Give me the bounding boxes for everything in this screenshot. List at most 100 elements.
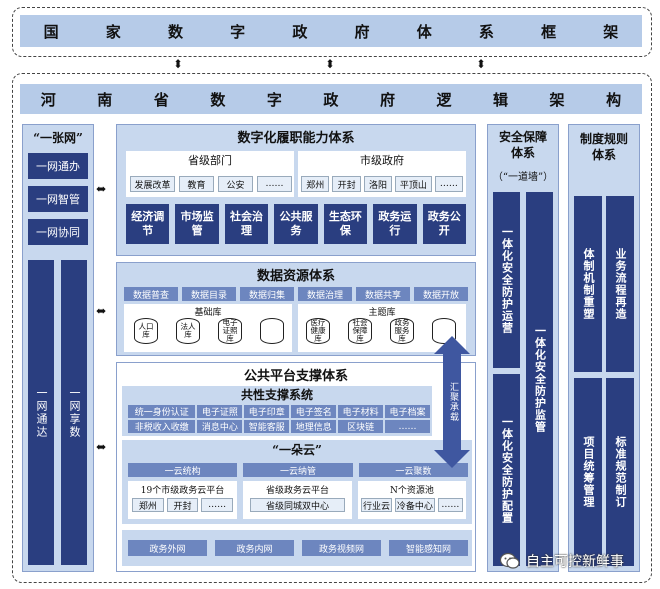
institution-item: 标准规范制订 [606,378,634,566]
henan-title-char: 府 [379,90,395,109]
vertical-double-arrow-icon [434,336,470,468]
henan-title-char: 河 [40,90,56,109]
watermark-text: 自主可控新鲜事 [526,554,624,570]
left-right-arrow-icon: ⬌ [96,304,107,318]
common-row-1: 统一身份认证 电子证照 电子印章 电子签名 电子材料 电子档案 [128,405,430,418]
national-title-char: 政 [292,22,308,41]
cloud-headers: 一云统构 一云纳管 一云聚数 [128,463,468,477]
vertical-arrow-label: 汇聚承载 [447,382,458,422]
cloud-item: 冷备中心 [395,498,435,512]
cloud-item: 行业云 [361,498,393,512]
provincial-item: 公安 [217,176,253,192]
base-db-title: 基础库 [194,307,222,318]
function-row: 经济调节 市场监管 社会治理 公共服务 生态环保 政务运行 政务公开 [126,204,466,244]
henan-title-char: 南 [97,90,113,109]
up-down-arrow-icon: ⬍ [325,57,336,71]
municipal-item: 平顶山 [395,176,432,192]
cloud-header: 一云统构 [128,463,238,477]
institution-item: 业务流程再造 [606,196,634,372]
provincial-item: …… [256,176,292,192]
cloud-item: …… [201,498,234,512]
cloud-item: 开封 [166,498,199,512]
data-action: 数据开放 [414,287,468,301]
security-item: 一体化安全防护配置 [493,374,520,566]
theme-db-title: 主题库 [368,307,396,318]
cloud-col-3-items: 行业云 冷备中心 …… [361,498,463,512]
cloud-item: …… [437,498,463,512]
database-icon: 政务服务库 [390,318,414,344]
institution-title: 制度规则体系 [579,132,628,162]
function-box: 政务公开 [422,204,466,244]
database-icon: 医疗健康库 [306,318,330,344]
provincial-items: 发展改革 教育 公安 …… [130,176,292,192]
municipal-item: 洛阳 [363,176,393,192]
provincial-title: 省级部门 [188,154,232,167]
common-item: 统一身份认证 [128,405,196,418]
one-network-item: 一网协同 [28,219,88,245]
one-network-item: 一网智管 [28,186,88,212]
network-item: 智能感知网 [389,540,468,556]
database-icon: 人口库 [134,318,158,344]
cloud-col-1-items: 郑州 开封 …… [132,498,234,512]
common-item: 电子证照 [197,405,243,418]
base-db-items: 人口库 法人库 电子证照库 [134,318,284,348]
function-box: 生态环保 [323,204,368,244]
data-action: 数据目录 [182,287,236,301]
henan-title-char: 字 [266,90,282,109]
institution-item: 项目统筹管理 [574,378,602,566]
database-icon: 法人库 [176,318,200,344]
data-action: 数据普查 [124,287,178,301]
national-title-char: 家 [105,22,121,41]
national-title-char: 字 [230,22,246,41]
henan-title-char: 架 [549,90,565,109]
watermark: 自主可控新鲜事 [500,550,624,572]
common-item: 电子档案 [385,405,430,418]
security-title: 安全保障体系 [498,130,547,160]
municipal-items: 郑州 开封 洛阳 平顶山 …… [301,176,464,192]
function-box: 社会治理 [224,204,269,244]
data-action: 数据归集 [240,287,294,301]
national-title-char: 府 [354,22,370,41]
national-title-char: 国 [43,22,59,41]
cloud-item: 省级同城双中心 [250,498,345,512]
data-resources-title: 数据资源体系 [256,268,335,284]
national-framework-title: 国家数字政府体系框架 [20,15,642,47]
national-title-char: 数 [167,22,183,41]
function-box: 经济调节 [126,204,170,244]
data-actions-row: 数据普查 数据目录 数据归集 数据治理 数据共享 数据开放 [124,287,468,301]
municipal-title: 市级政府 [360,154,404,167]
up-down-arrow-icon: ⬍ [476,57,487,71]
up-down-arrow-icon: ⬍ [173,57,184,71]
henan-architecture-container [12,73,652,583]
municipal-item: 开封 [332,176,361,192]
cloud-col-3-title: N个资源池 [390,485,434,496]
public-platform-title: 公共平台支撑体系 [243,368,348,384]
henan-logic-title: 河南省数字政府逻辑架构 [20,84,642,114]
common-row-2: 非税收入收缴 消息中心 智能客服 地理信息 区块链 …… [128,420,430,433]
security-subtitle: （“一道墙”） [492,171,554,183]
left-right-arrow-icon: ⬌ [96,182,107,196]
municipal-item: …… [434,176,464,192]
cloud-item: 郑州 [132,498,164,512]
henan-title-char: 辑 [493,90,509,109]
left-right-arrow-icon: ⬌ [96,440,107,454]
common-item: 智能客服 [244,420,290,433]
municipal-item: 郑州 [301,176,330,192]
institution-item: 体制机制重塑 [574,196,602,372]
national-title-char: 架 [603,22,619,41]
cloud-col-1-title: 19个市级政务云平台 [140,485,225,496]
one-network-column: 一网通达 [28,260,54,565]
function-box: 公共服务 [274,204,318,244]
networks-row: 政务外网 政务内网 政务视频网 智能感知网 [128,540,468,556]
theme-db-items: 医疗健康库 社会保障库 政务服务库 [306,318,456,348]
henan-title-char: 数 [210,90,226,109]
common-item: 消息中心 [197,420,243,433]
security-item: 一体化安全防护监管 [526,192,553,566]
cloud-header: 一云纳管 [243,463,353,477]
cloud-title: “一朵云” [272,443,322,457]
common-item: 非税收入收缴 [128,420,196,433]
function-box: 政务运行 [373,204,417,244]
common-item: 地理信息 [291,420,337,433]
data-action: 数据共享 [356,287,410,301]
henan-title-char: 省 [153,90,169,109]
